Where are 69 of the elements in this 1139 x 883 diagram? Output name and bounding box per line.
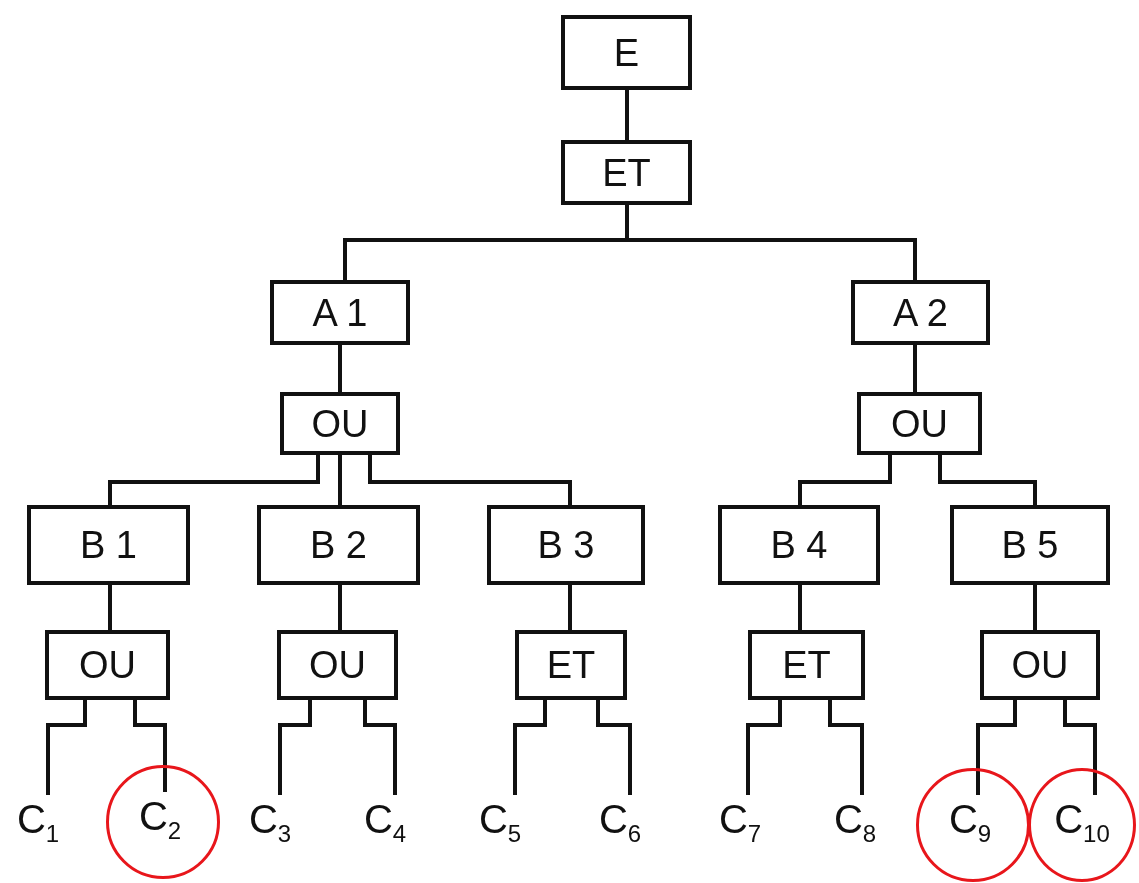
logic-box <box>851 280 990 345</box>
connector-line <box>976 700 1017 795</box>
connector-line <box>746 700 782 795</box>
node-label: C$_{7}$ <box>718 799 762 846</box>
connector-line <box>798 585 802 630</box>
connector-line <box>828 700 864 795</box>
node-label: C$_{1}$ <box>16 799 60 846</box>
logic-box <box>980 630 1100 700</box>
logic-box <box>561 15 692 90</box>
logic-box <box>487 505 645 585</box>
node-label: E <box>613 33 640 72</box>
highlight-circle <box>106 765 220 879</box>
node-label: B 2 <box>309 526 367 564</box>
node-label: C$_{5}$ <box>478 799 522 846</box>
logic-box <box>857 392 982 455</box>
connector-line <box>568 585 572 630</box>
node-label: C$_{6}$ <box>598 799 642 846</box>
logic-box <box>277 630 398 700</box>
node-label: C$_{3}$ <box>248 799 292 846</box>
logic-box <box>45 630 170 700</box>
node-label: OU <box>1011 646 1069 684</box>
node-label: C$_{4}$ <box>363 799 407 846</box>
connector-line <box>363 700 397 795</box>
node-label: C$_{9}$ <box>948 799 992 846</box>
connector-line <box>913 345 917 392</box>
connector-line <box>338 455 342 505</box>
connector-line <box>513 700 547 795</box>
highlight-circle <box>916 768 1030 882</box>
node-label: ET <box>782 646 831 684</box>
connector-line <box>108 455 320 505</box>
connector-line <box>278 700 312 795</box>
highlight-circle <box>1028 768 1136 882</box>
node-label: OU <box>79 646 136 684</box>
connector-line <box>1033 585 1037 630</box>
node-label: B 4 <box>770 526 828 564</box>
connector-line <box>938 455 1037 505</box>
connector-line <box>46 700 87 795</box>
node-label: ET <box>546 646 596 684</box>
node-label: OU <box>311 404 369 443</box>
node-label: B 5 <box>1001 526 1059 564</box>
node-label: OU <box>891 404 948 443</box>
node-label: ET <box>602 153 651 192</box>
logic-box <box>280 392 400 455</box>
connector-line <box>1063 700 1097 795</box>
connector-line <box>338 585 342 630</box>
connector-line <box>596 700 632 795</box>
connector-line <box>338 345 342 392</box>
logic-box <box>718 505 880 585</box>
node-label: OU <box>309 646 366 684</box>
connector-line <box>108 585 112 630</box>
logic-box <box>748 630 865 700</box>
logic-box <box>561 140 692 205</box>
connector-line <box>133 700 167 792</box>
node-label: C$_{2}$ <box>138 796 182 843</box>
connector-line <box>798 455 892 505</box>
logic-box <box>27 505 190 585</box>
connector-line <box>625 90 629 140</box>
logic-box <box>257 505 420 585</box>
node-label: C$_{8}$ <box>833 799 877 846</box>
node-label: B 3 <box>537 526 595 564</box>
logic-box <box>270 280 410 345</box>
logic-box <box>515 630 627 700</box>
connector-line <box>625 205 917 280</box>
node-label: A 1 <box>312 293 368 332</box>
logic-box <box>950 505 1110 585</box>
connector-line <box>368 455 572 505</box>
node-label: A 2 <box>893 293 948 332</box>
node-label: C$_{10}$ <box>1054 799 1110 846</box>
node-label: B 1 <box>79 526 137 564</box>
